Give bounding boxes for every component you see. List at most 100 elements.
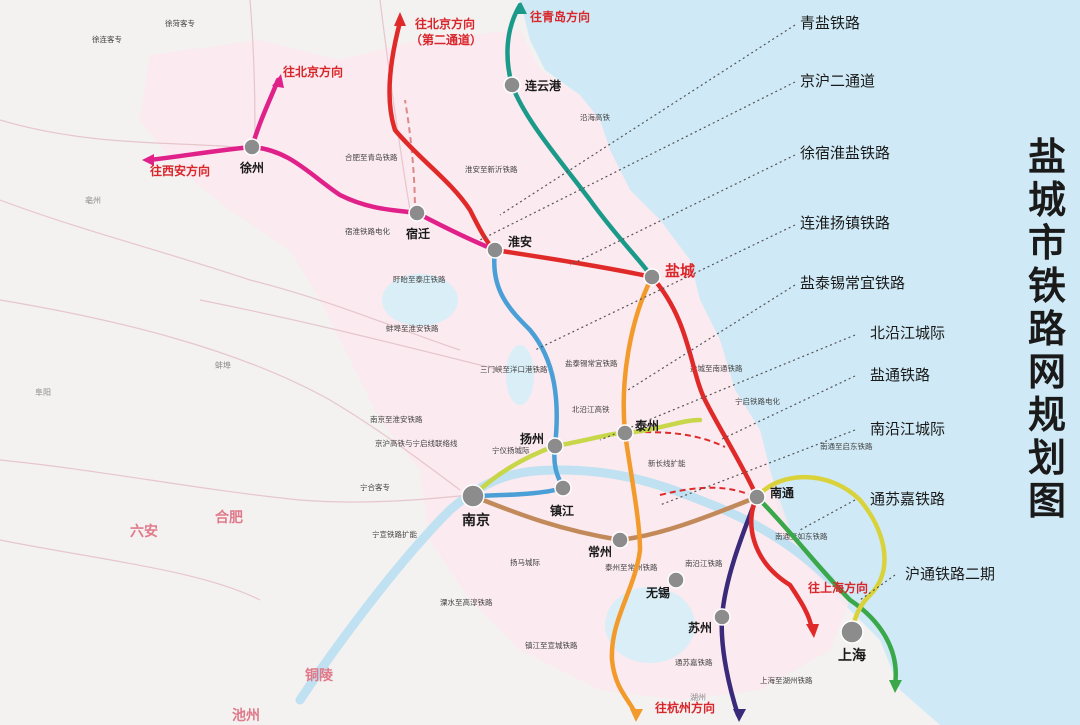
city-label-lianyungang: 连云港 — [525, 78, 562, 93]
city-label-yangzhou: 扬州 — [520, 431, 544, 446]
small-label: 盐泰锡常宜铁路 — [565, 358, 618, 368]
city-node-suqian[interactable] — [408, 204, 426, 222]
city-labels: 徐州 宿迁 淮安 连云港 盐城 扬州 泰州 南京 镇江 常州 无锡 苏州 南通 … — [239, 78, 866, 664]
city-node-taizhou[interactable] — [616, 424, 634, 442]
small-label: 合肥至青岛铁路 — [345, 152, 398, 162]
map-title: 盐城市铁路网规划图 — [1028, 134, 1067, 523]
small-label: 盐城至南通铁路 — [690, 363, 743, 373]
legend-item-xusuhuaiyan: 徐宿淮盐铁路 — [800, 144, 890, 162]
place-bengbu: 蚌埠 — [215, 360, 231, 370]
direction-label-hangzhou: 往杭州方向 — [655, 700, 715, 715]
legend-item-qingyan: 青盐铁路 — [800, 14, 860, 32]
city-label-nantong: 南通 — [770, 485, 794, 500]
arrow-icon — [806, 624, 819, 638]
legend-item-beiyanjiang: 北沿江城际 — [870, 324, 945, 342]
city-node-shanghai[interactable] — [840, 620, 864, 644]
city-node-zhenjiang[interactable] — [554, 479, 572, 497]
city-node-wuxi[interactable] — [667, 571, 685, 589]
city-label-shanghai: 上海 — [838, 647, 866, 664]
city-label-suqian: 宿迁 — [406, 226, 430, 241]
arrow-icon — [889, 680, 902, 693]
city-label-xuzhou: 徐州 — [239, 160, 264, 175]
city-node-yancheng[interactable] — [643, 268, 661, 286]
small-label: 宁宣铁路扩能 — [372, 529, 417, 539]
direction-label-beijing-2: 往北京方向 — [415, 16, 475, 31]
city-nodes — [243, 76, 864, 644]
small-label: 扬马城际 — [510, 557, 540, 567]
city-node-suzhou[interactable] — [713, 608, 731, 626]
line-qingyan — [505, 2, 655, 280]
city-label-changzhou: 常州 — [588, 544, 612, 559]
jiangsu-region — [140, 30, 850, 700]
direction-labels: 往北京方向 往北京方向 （第二通道） 往青岛方向 往西安方向 往上海方向 往杭州… — [150, 9, 868, 715]
small-label: 南通至启东铁路 — [820, 441, 873, 451]
city-node-yangzhou[interactable] — [546, 437, 564, 455]
city-label-wuxi: 无锡 — [645, 585, 670, 600]
project-labels: 徐菏客专 徐连客专 合肥至青岛铁路 宿淮铁路电化 淮安至新沂铁路 沿海高铁 三门… — [92, 18, 873, 685]
place-bozhou: 亳州 — [85, 195, 101, 205]
small-label: 三门峡至洋口港铁路 — [480, 364, 548, 374]
legend-item-yantong: 盐通铁路 — [870, 366, 930, 384]
legend-item-jinghu-2nd: 京沪二通道 — [800, 72, 875, 90]
legend-item-lianhuaiyangzhen: 连淮扬镇铁路 — [800, 214, 890, 232]
small-label: 宁合客专 — [360, 482, 390, 492]
tai-lake — [605, 587, 695, 663]
line-tongsujia — [754, 474, 887, 635]
city-label-yancheng: 盐城 — [665, 262, 695, 280]
legend-leaders — [479, 24, 896, 601]
city-node-xuzhou[interactable] — [243, 138, 261, 156]
small-label: 镇江至宣城铁路 — [525, 640, 578, 650]
legend-item-yantaixichangyi: 盐泰锡常宜铁路 — [800, 274, 905, 292]
direction-label-qingdao: 往青岛方向 — [530, 9, 590, 24]
legend-item-hutong-phase2: 沪通铁路二期 — [905, 565, 995, 583]
line-yantaixichangyi — [609, 274, 655, 718]
place-liuan: 六安 — [130, 523, 158, 540]
city-label-taizhou: 泰州 — [634, 418, 659, 433]
direction-label-shanghai: 往上海方向 — [808, 580, 868, 595]
small-label: 宁仪扬城际 — [492, 445, 530, 455]
direction-label-beijing: 往北京方向 — [283, 64, 343, 79]
line-xusuhuaiyan — [147, 144, 498, 253]
arrow-icon — [142, 154, 154, 166]
small-label: 徐菏客专 — [165, 18, 195, 28]
city-node-lianyungang[interactable] — [503, 76, 521, 94]
gaoyou-lake — [506, 345, 534, 405]
city-label-nanjing: 南京 — [462, 512, 490, 529]
legend-item-nanyanjiang: 南沿江城际 — [870, 420, 945, 438]
background-places: 六安 合肥 铜陵 池州 亳州 阜阳 蚌埠 湖州 — [35, 195, 706, 724]
small-label: 沿海高铁 — [580, 112, 610, 122]
line-beiyanjiang — [470, 417, 703, 499]
small-label: 北沿江高铁 — [572, 404, 610, 414]
city-node-nantong[interactable] — [748, 488, 766, 506]
small-label: 淮安至新沂铁路 — [465, 164, 518, 174]
small-label: 新长线扩能 — [648, 458, 686, 468]
small-label: 盱眙至泰庄铁路 — [393, 274, 446, 284]
small-label: 徐连客专 — [92, 34, 122, 44]
small-label: 南沿江铁路 — [685, 558, 723, 568]
small-label: 通苏嘉铁路 — [675, 657, 713, 667]
small-label: 溧水至高淳铁路 — [440, 597, 493, 607]
city-node-nanjing[interactable] — [461, 484, 485, 508]
direction-label-beijing-2-sub: （第二通道） — [410, 32, 482, 47]
small-label: 上海至湖州铁路 — [760, 675, 813, 685]
line-hutong-phase2 — [754, 494, 899, 688]
small-label: 南京至淮安铁路 — [370, 414, 423, 424]
map-title-text: 盐城市铁路网规划图 — [1028, 134, 1067, 523]
city-label-zhenjiang: 镇江 — [550, 503, 574, 518]
city-node-changzhou[interactable] — [611, 531, 629, 549]
legend: 青盐铁路 京沪二通道 徐宿淮盐铁路 连淮扬镇铁路 盐泰锡常宜铁路 北沿江城际 盐… — [800, 14, 995, 583]
city-label-huaian: 淮安 — [508, 234, 532, 249]
small-label: 蚌埠至淮安铁路 — [386, 323, 439, 333]
small-label: 泰州至常州铁路 — [605, 562, 658, 572]
direction-arrows — [142, 2, 902, 722]
sea-area — [520, 0, 1080, 725]
arrow-icon — [394, 12, 406, 26]
line-lianhuaiyangzhen — [470, 247, 566, 499]
small-label: 宁启铁路电化 — [735, 396, 780, 406]
hongze-lake — [382, 274, 458, 326]
city-node-huaian[interactable] — [486, 241, 504, 259]
arrow-icon — [514, 2, 527, 14]
small-label: 宿淮铁路电化 — [345, 226, 390, 236]
